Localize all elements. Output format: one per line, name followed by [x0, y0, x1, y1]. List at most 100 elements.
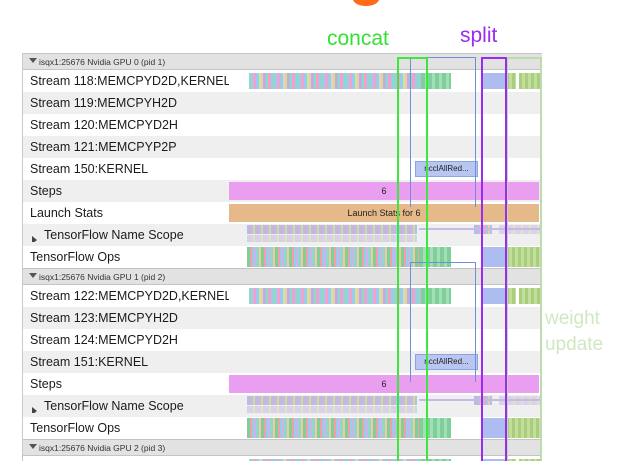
trace-row[interactable]: TensorFlow Name Scope — [23, 224, 542, 246]
trace-event-block[interactable] — [482, 459, 506, 461]
trace-row-track[interactable] — [229, 70, 542, 92]
annotation-weight-update-line2: update — [545, 334, 604, 355]
trace-row-label-text: Launch Stats — [30, 206, 103, 220]
annotation-box-weight-update — [506, 57, 542, 461]
nccl-allreduce-block[interactable]: ncclAllRed... — [415, 354, 478, 370]
trace-row-track[interactable]: ncclAllRed... — [229, 158, 542, 180]
step-bar[interactable] — [229, 375, 539, 393]
trace-event-block[interactable] — [506, 418, 542, 438]
trace-row-label[interactable]: Stream 124:MEMCPYD2H — [23, 333, 229, 347]
annotation-weight-update-label: weight update — [545, 306, 603, 358]
trace-row-label[interactable]: Stream 121:MEMCPYP2P — [23, 140, 229, 154]
trace-event-block[interactable] — [247, 396, 417, 405]
trace-event-block[interactable] — [506, 247, 542, 267]
trace-row-track[interactable] — [229, 224, 542, 246]
trace-row[interactable]: Stream 122:MEMCPYD2D,KERNEL,MI — [23, 285, 542, 307]
trace-event-block[interactable] — [482, 73, 506, 89]
trace-row[interactable]: Stream 123:MEMCPYH2D — [23, 307, 542, 329]
trace-row-label[interactable]: Steps — [23, 184, 229, 198]
trace-event-block[interactable] — [474, 225, 492, 234]
trace-event-block[interactable] — [482, 247, 506, 267]
chevron-right-icon[interactable] — [32, 407, 37, 413]
trace-row-label[interactable]: Stream 118:MEMCPYD2D,KERNEL,ME — [23, 74, 229, 88]
chevron-down-icon[interactable] — [29, 273, 37, 278]
trace-row-track[interactable] — [229, 285, 542, 307]
trace-event-block[interactable] — [249, 73, 421, 89]
trace-event-block[interactable] — [247, 406, 417, 413]
trace-event-block[interactable] — [482, 288, 506, 304]
step-bar[interactable] — [229, 182, 539, 200]
trace-event-block[interactable] — [421, 73, 451, 89]
trace-row[interactable]: TensorFlow Name Scope — [23, 395, 542, 417]
trace-event-block[interactable] — [506, 288, 516, 304]
trace-group-header[interactable]: isqx1:25676 Nvidia GPU 1 (pid 2) — [23, 268, 542, 285]
trace-row-label-text: Stream 124:MEMCPYD2H — [30, 333, 178, 347]
trace-row[interactable]: Launch Stats Launch Stats for 6 — [23, 202, 542, 224]
trace-row[interactable]: Stream 121:MEMCPYP2P — [23, 136, 542, 158]
chevron-right-icon[interactable] — [32, 236, 37, 242]
annotation-box-nccl-gpu1 — [410, 262, 476, 382]
chevron-down-icon[interactable] — [29, 58, 37, 63]
trace-event-block[interactable] — [247, 418, 419, 438]
trace-event-block[interactable] — [421, 459, 451, 461]
trace-row-label[interactable]: Stream 150:KERNEL — [23, 162, 229, 176]
nccl-allreduce-block[interactable]: ncclAllRed... — [415, 161, 478, 177]
trace-row[interactable]: Stream 119:MEMCPYH2D — [23, 92, 542, 114]
trace-event-block[interactable] — [506, 459, 516, 461]
trace-event-block[interactable] — [247, 225, 417, 234]
trace-event-block[interactable] — [519, 288, 542, 304]
trace-event-block[interactable] — [499, 396, 542, 405]
launch-stats-bar-label: Launch Stats for 6 — [347, 208, 421, 218]
trace-row-label[interactable]: TensorFlow Name Scope — [23, 228, 229, 242]
trace-row[interactable]: Stream 151:KERNEL ncclAllRed... — [23, 351, 542, 373]
trace-row-label[interactable]: Steps — [23, 377, 229, 391]
trace-row-label-text: TensorFlow Ops — [30, 250, 121, 264]
trace-row[interactable]: Stream 126:MEMCPYD2D,KERNEL,MI — [23, 456, 542, 461]
trace-row-label[interactable]: TensorFlow Ops — [23, 250, 229, 264]
trace-row-label-text: Stream 123:MEMCPYH2D — [30, 311, 178, 325]
trace-event-block[interactable] — [482, 418, 506, 438]
name-scope-connector — [419, 399, 542, 401]
trace-row-label-text: Stream 151:KERNEL — [30, 355, 149, 369]
trace-row-label[interactable]: TensorFlow Name Scope — [23, 399, 229, 413]
trace-event-block[interactable] — [247, 247, 419, 267]
trace-row-track[interactable] — [229, 395, 542, 417]
trace-row[interactable]: Stream 150:KERNEL ncclAllRed... — [23, 158, 542, 180]
trace-row-label[interactable]: TensorFlow Ops — [23, 421, 229, 435]
trace-row-label[interactable]: Stream 120:MEMCPYD2H — [23, 118, 229, 132]
annotation-weight-update-line1: weight — [545, 308, 600, 329]
trace-row-label[interactable]: Launch Stats — [23, 206, 229, 220]
trace-event-block[interactable] — [474, 396, 492, 405]
trace-event-block[interactable] — [519, 73, 542, 89]
trace-row-label[interactable]: Stream 123:MEMCPYH2D — [23, 311, 229, 325]
trace-event-block[interactable] — [499, 225, 542, 234]
trace-row-label-text: Steps — [30, 184, 62, 198]
trace-row-track[interactable] — [229, 456, 542, 461]
trace-event-block[interactable] — [506, 73, 516, 89]
launch-stats-bar[interactable] — [229, 204, 539, 222]
trace-event-block[interactable] — [249, 288, 421, 304]
trace-row-track[interactable]: 6 — [229, 373, 542, 395]
trace-row[interactable]: Stream 120:MEMCPYD2H — [23, 114, 542, 136]
trace-event-block[interactable] — [421, 288, 451, 304]
trace-event-block[interactable] — [247, 235, 417, 242]
trace-row-track[interactable]: 6 — [229, 180, 542, 202]
trace-row-label[interactable]: Stream 122:MEMCPYD2D,KERNEL,MI — [23, 289, 229, 303]
trace-row-track[interactable]: Launch Stats for 6 — [229, 202, 542, 224]
trace-row-label[interactable]: Stream 119:MEMCPYH2D — [23, 96, 229, 110]
trace-row-label-text: Stream 120:MEMCPYD2H — [30, 118, 178, 132]
trace-group-header[interactable]: isqx1:25676 Nvidia GPU 2 (pid 3) — [23, 439, 542, 456]
trace-row-track[interactable] — [229, 417, 542, 439]
trace-row-label-text: Stream 150:KERNEL — [30, 162, 149, 176]
trace-row[interactable]: Steps 6 — [23, 180, 542, 202]
trace-row-label[interactable]: Stream 151:KERNEL — [23, 355, 229, 369]
trace-row[interactable]: Stream 118:MEMCPYD2D,KERNEL,ME — [23, 70, 542, 92]
chevron-down-icon[interactable] — [29, 444, 37, 449]
trace-event-block[interactable] — [249, 459, 421, 461]
trace-row[interactable]: Stream 124:MEMCPYD2H — [23, 329, 542, 351]
trace-row[interactable]: TensorFlow Ops — [23, 417, 542, 439]
step-bar-label: 6 — [381, 186, 387, 196]
trace-row-track[interactable]: ncclAllRed... — [229, 351, 542, 373]
trace-event-block[interactable] — [519, 459, 542, 461]
